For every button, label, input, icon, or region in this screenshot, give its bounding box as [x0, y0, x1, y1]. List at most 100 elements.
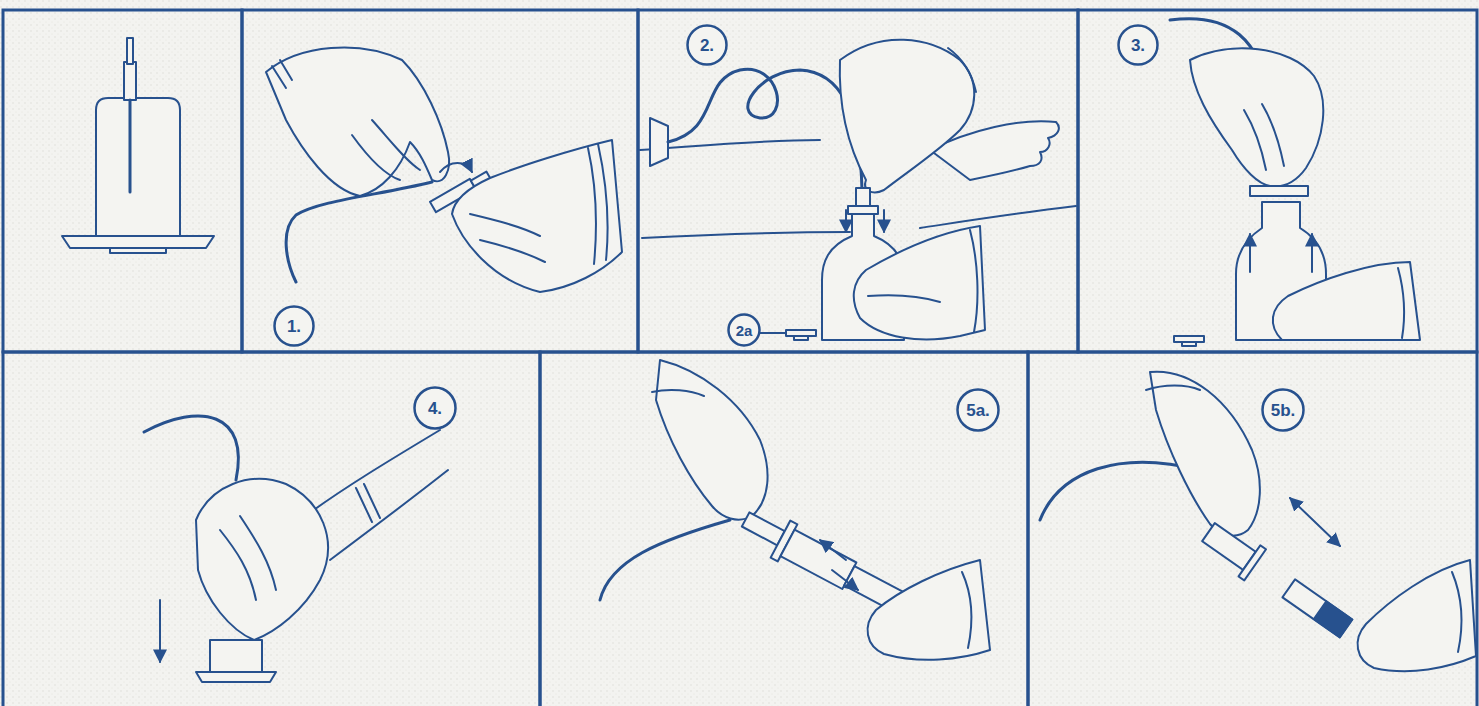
removed-cap-base [794, 336, 808, 340]
panel-frame [540, 352, 1028, 706]
glove-cuff [272, 60, 292, 88]
panel-4-art [144, 416, 448, 682]
pull-arrow [1290, 498, 1340, 546]
gloved-hand [452, 140, 622, 292]
tubing [144, 416, 238, 480]
glove-cuff [356, 484, 380, 522]
needle-holder [62, 38, 214, 253]
panel-frame [242, 10, 638, 352]
twist-arrow [440, 163, 472, 172]
holder-and-tube [1198, 517, 1357, 644]
panel-frame [1028, 352, 1477, 706]
needle-tip-sheath [127, 38, 133, 64]
gloved-hand [196, 479, 328, 640]
push-arrow [845, 210, 847, 232]
glove-cuff [1398, 268, 1404, 338]
needle-hub [124, 62, 136, 100]
panel-frames [3, 10, 1477, 706]
step-number-circle: 5a. [956, 388, 1000, 432]
insert-arrow [820, 540, 846, 560]
panel-frame [1078, 10, 1477, 352]
down-arrow [159, 600, 161, 662]
gloved-hand [1273, 262, 1420, 340]
step-number-circle: 1. [273, 305, 315, 347]
glove-cuff [962, 572, 971, 648]
glove-cuff [970, 230, 977, 332]
holder-base [110, 248, 166, 253]
glove-cuff [948, 48, 976, 92]
step-number-circle: 2. [686, 24, 728, 66]
holder-barrel [210, 640, 262, 672]
gloved-hand [266, 48, 449, 197]
circle-outline [1263, 390, 1304, 431]
butterfly-wings [650, 118, 668, 166]
step-number-circle: 4. [413, 386, 457, 430]
panel-5a-art [600, 360, 990, 660]
holder-flange [196, 672, 276, 682]
leader-line [760, 332, 786, 334]
push-arrow [883, 210, 885, 232]
gloved-hand [1150, 372, 1260, 536]
circle-outline [415, 388, 456, 429]
step-number: 1. [287, 318, 301, 335]
panel-3-art [1170, 19, 1420, 346]
panel-frame [638, 10, 1078, 352]
step-number-circle: 3. [1117, 24, 1159, 66]
step-number-text-box: 1. [273, 305, 315, 347]
glove-cuff [1146, 386, 1200, 391]
bottle-cap-adapter [848, 206, 878, 214]
needle-adapter [742, 512, 785, 545]
tubing [668, 69, 862, 190]
inner-needle [129, 100, 132, 192]
gloved-hand [840, 40, 974, 193]
gloved-hand [1358, 560, 1476, 671]
gloved-hand [868, 560, 990, 660]
circle-outline [958, 390, 999, 431]
step-number-text-box: 2a [727, 313, 761, 347]
panel-2-art [640, 40, 1076, 340]
glove-cuff [652, 390, 704, 396]
holder-barrel [96, 98, 180, 236]
glove-cuff [1452, 572, 1461, 652]
step-number-text-box: 5a. [956, 388, 1000, 432]
holder-flange [1250, 186, 1308, 196]
step-number-circle: 5b. [1261, 388, 1305, 432]
step-number: 5b. [1271, 402, 1296, 419]
holder-flange [1239, 545, 1267, 580]
insert-arrow [832, 570, 858, 590]
holder-flange [62, 236, 214, 248]
finger-lines [1244, 104, 1284, 170]
removed-cap-base [1182, 342, 1196, 346]
panel-frame [3, 352, 540, 706]
tubing [286, 182, 432, 282]
gloved-hand [854, 226, 985, 339]
step-number: 3. [1131, 37, 1145, 54]
panel-1-art [266, 48, 622, 293]
gloved-hand [1190, 48, 1323, 186]
blood-tube [1282, 579, 1352, 637]
panel-frame [3, 10, 242, 352]
circle-outline [1119, 26, 1158, 65]
circle-outline [688, 26, 727, 65]
step-number: 2a [736, 323, 753, 338]
finger-lines [868, 295, 940, 302]
circle-outline [729, 315, 760, 346]
needle-adapter [856, 188, 870, 206]
lift-arrow [1249, 234, 1251, 272]
tubing [600, 520, 730, 600]
circle-outline [275, 307, 314, 346]
lift-arrow [1311, 234, 1313, 272]
glove-cuff [588, 144, 608, 264]
step-number-circle: 2a [727, 313, 761, 347]
gloved-hand [656, 360, 768, 520]
finger-lines [470, 214, 545, 262]
step-number-text-box: 5b. [1261, 388, 1305, 432]
step-number-text-box: 2. [686, 24, 728, 66]
step-number-text-box: 3. [1117, 24, 1159, 66]
step-number-text-box: 4. [413, 386, 457, 430]
tubing [1040, 462, 1200, 520]
panel-5b-art [1040, 372, 1476, 672]
